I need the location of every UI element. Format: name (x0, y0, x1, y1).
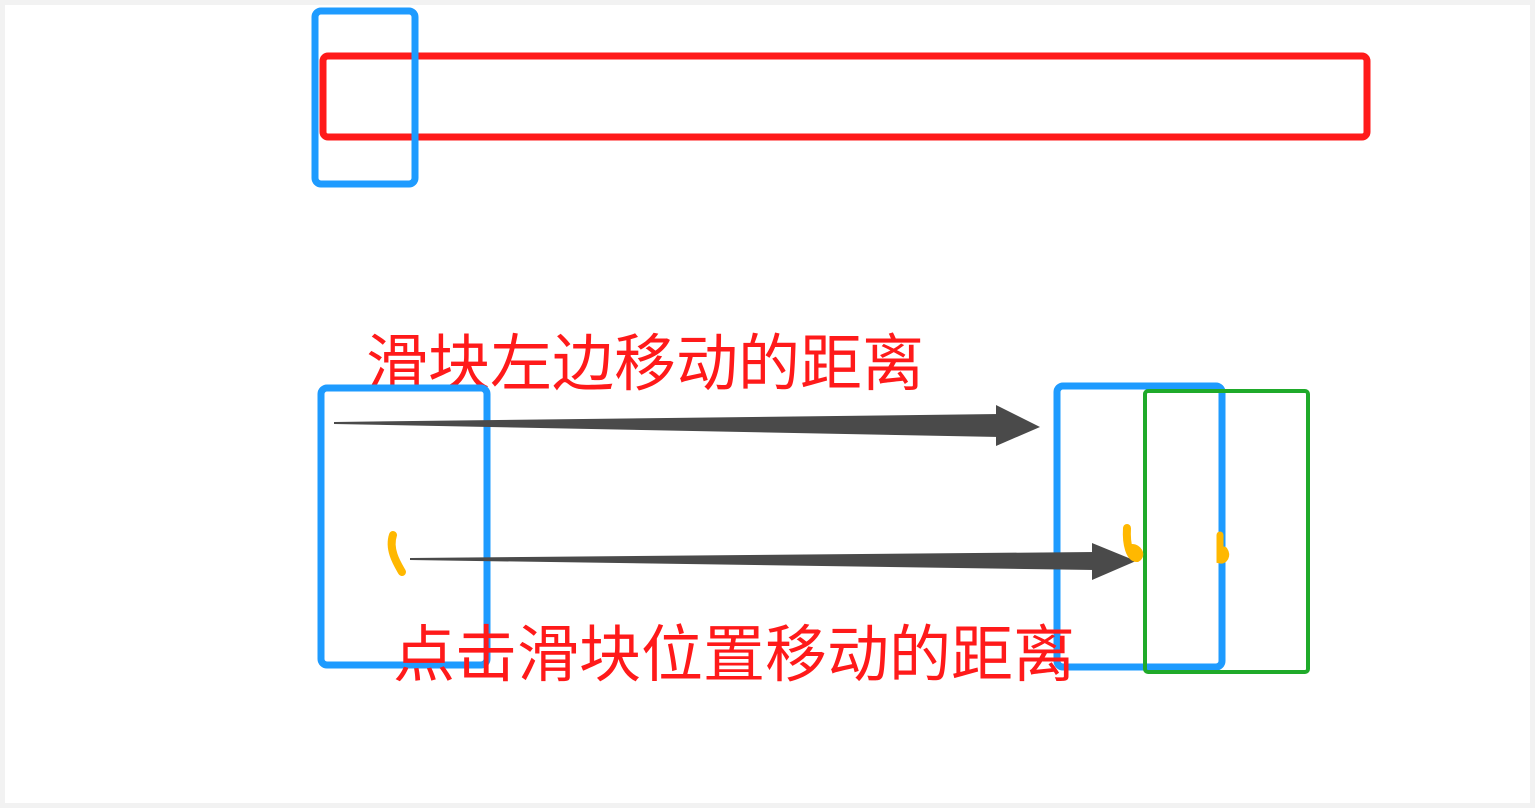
slider-track-box (319, 52, 1371, 141)
slider-box-initial (317, 384, 491, 669)
target-box (1143, 389, 1310, 674)
click-mark-initial (387, 531, 406, 576)
click-mark-target (1216, 531, 1230, 564)
arrow-slider-left-distance (334, 405, 1040, 446)
click-mark-moved (1122, 524, 1144, 563)
arrow-click-position-distance (410, 543, 1136, 580)
label-click-position-distance: 点击滑块位置移动的距离 (393, 618, 1075, 691)
slider-box-moved (1053, 382, 1226, 671)
slider-box-start (311, 7, 419, 188)
